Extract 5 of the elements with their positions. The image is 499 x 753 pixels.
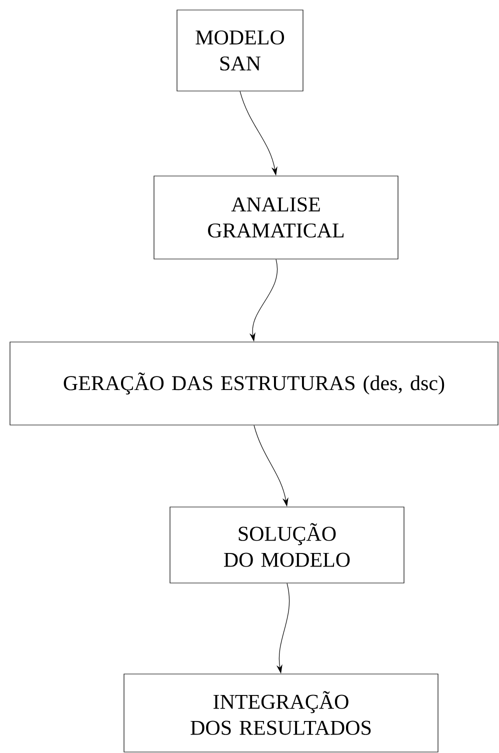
process-box: INTEGRAÇÃO DOS RESULTADOS (124, 674, 438, 752)
process-box: GERAÇÃO DAS ESTRUTURAS (des, dsc) (10, 342, 498, 426)
process-box: ANALISE GRAMATICAL (154, 176, 398, 260)
process-box: SOLUÇÃO DO MODELO (170, 506, 404, 584)
process-box: MODELO SAN (176, 10, 304, 92)
